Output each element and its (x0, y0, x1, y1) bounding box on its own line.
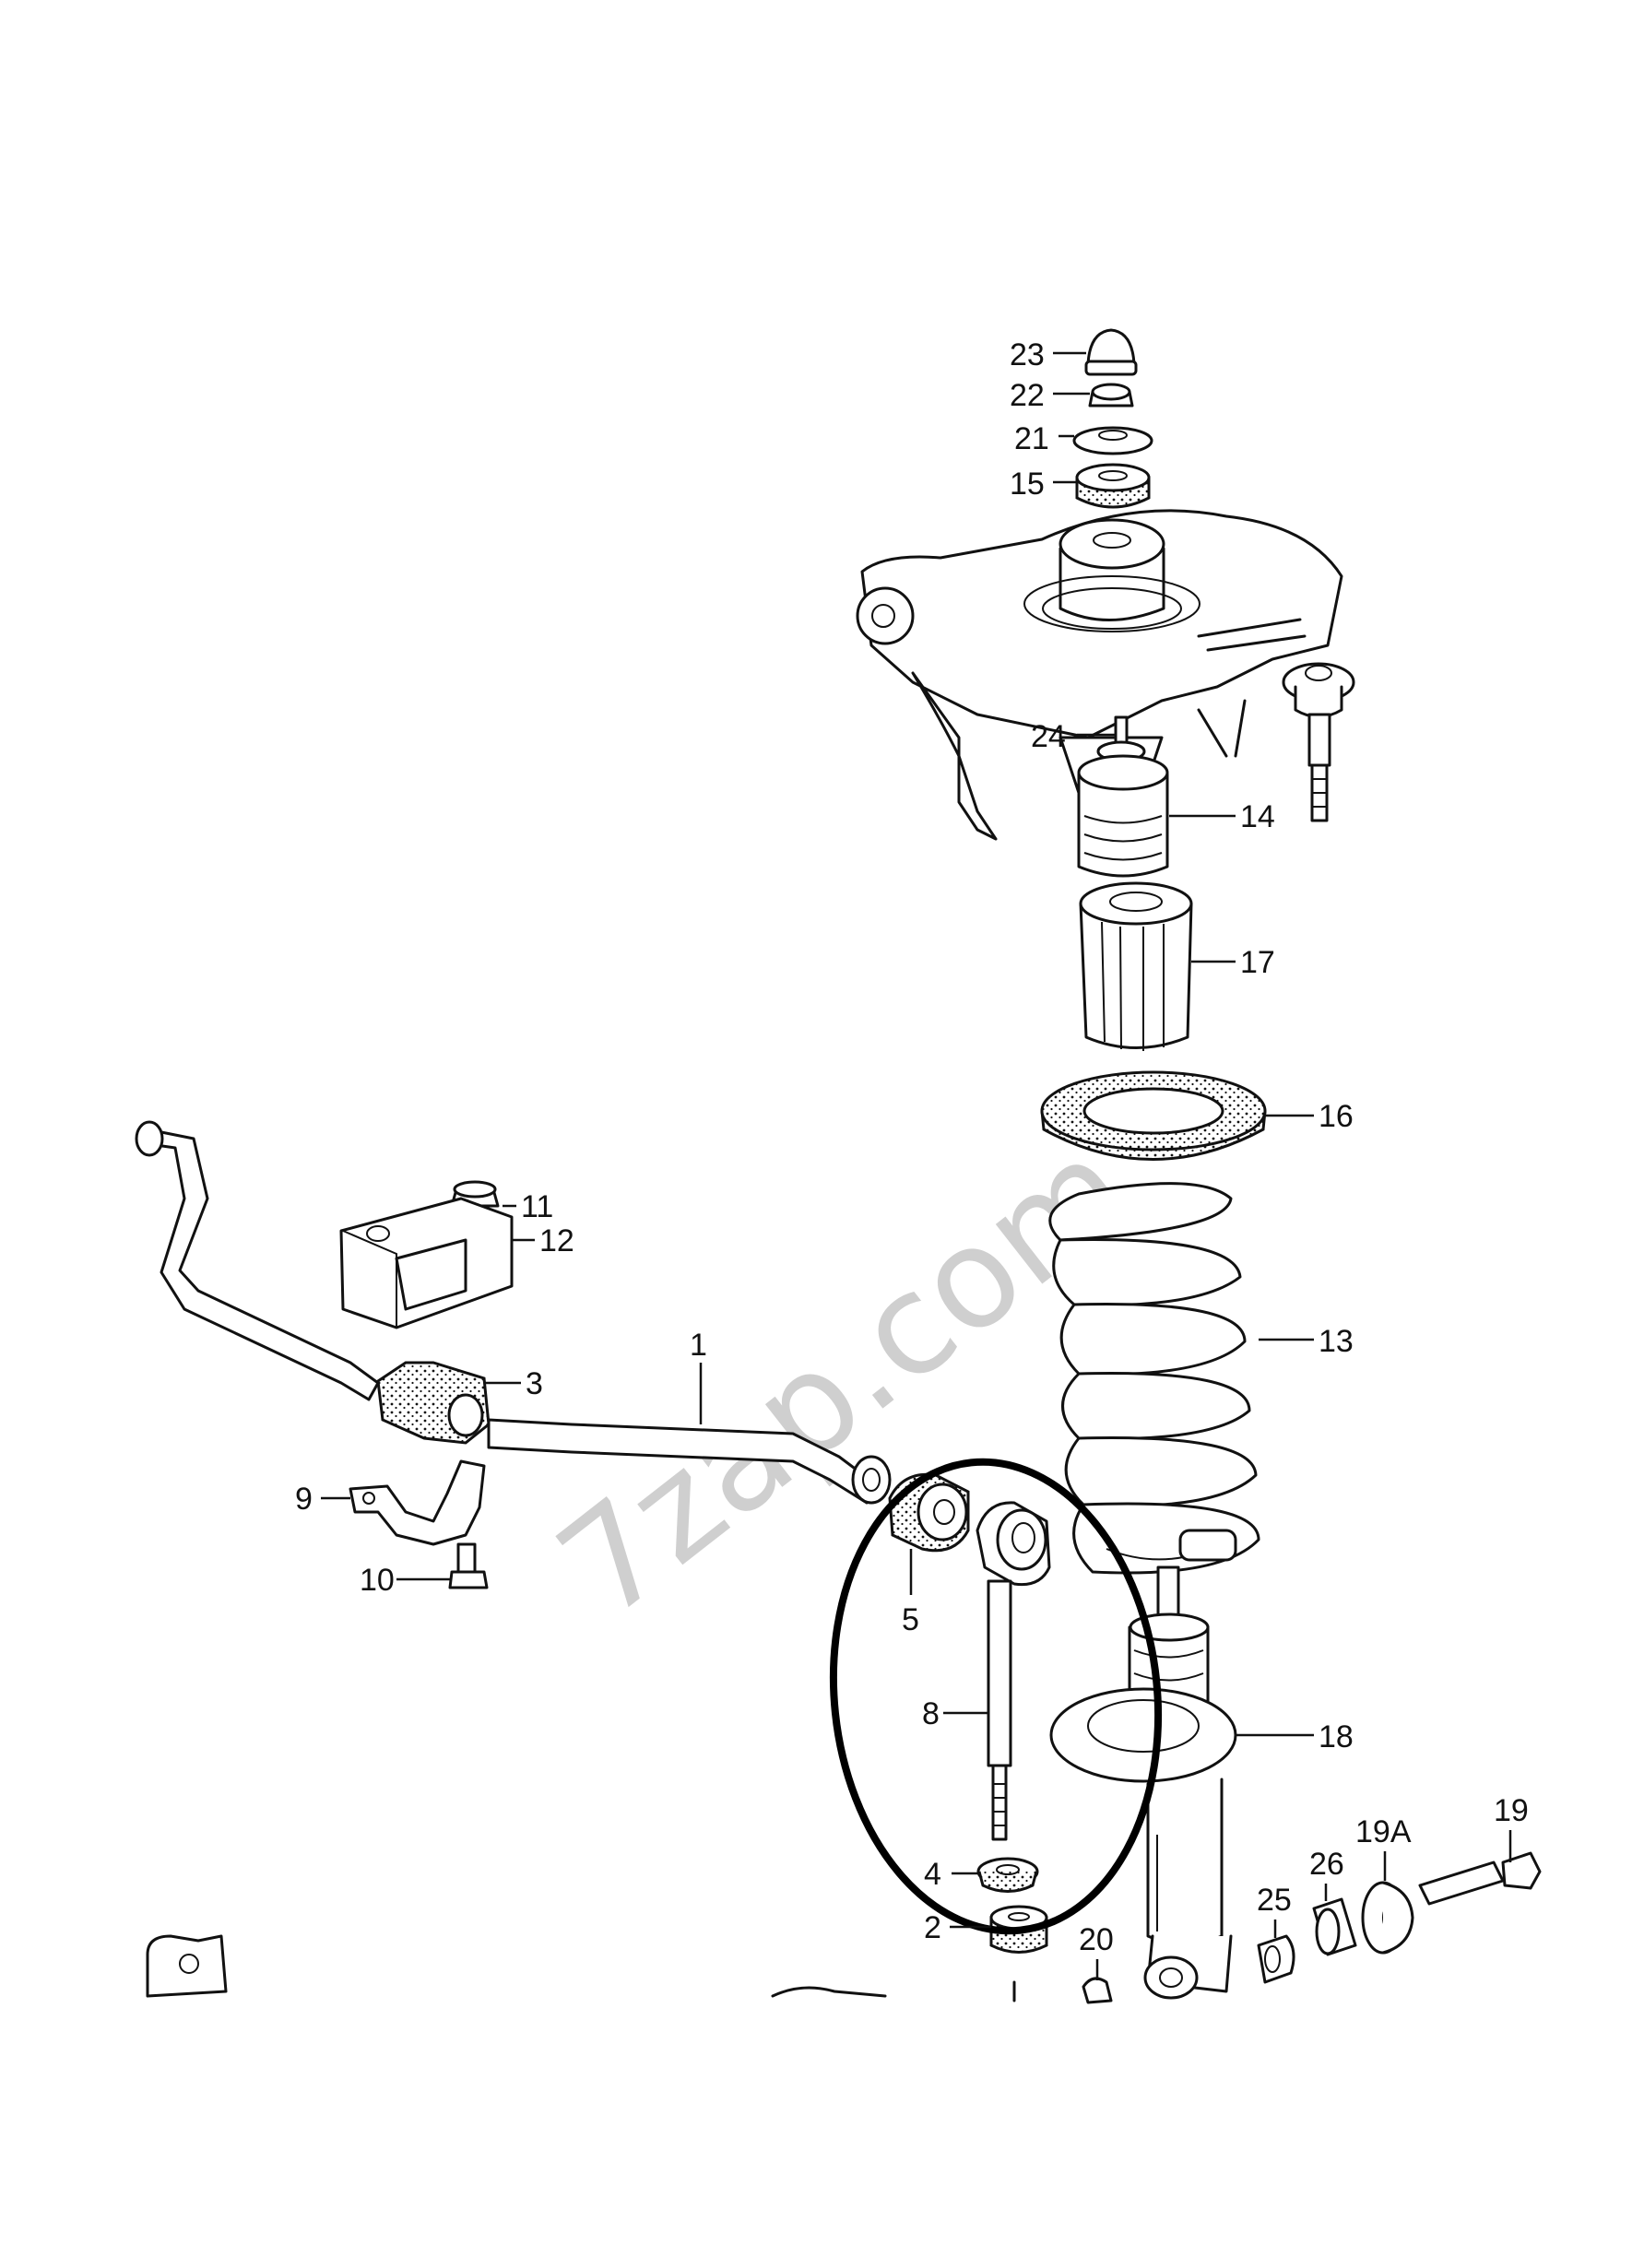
sleeve-26[interactable] (1312, 1897, 1357, 1956)
bolt-10[interactable] (448, 1542, 489, 1589)
leader-lines (321, 351, 1512, 1980)
callout-16[interactable]: 16 (1319, 1099, 1354, 1134)
highlight-ellipse (829, 1458, 1163, 1935)
callout-22[interactable]: 22 (1010, 378, 1045, 413)
callout-25[interactable]: 25 (1257, 1883, 1292, 1918)
bushing-15[interactable] (1075, 463, 1151, 509)
callout-10[interactable]: 10 (360, 1563, 395, 1598)
callout-19a[interactable]: 19A (1355, 1814, 1412, 1849)
callout-12[interactable]: 12 (539, 1223, 574, 1258)
callout-3[interactable]: 3 (526, 1366, 543, 1401)
callout-21[interactable]: 21 (1014, 421, 1049, 456)
ball-joint (1282, 662, 1355, 822)
coil-spring-13[interactable] (1048, 1182, 1260, 1575)
callout-2[interactable]: 2 (924, 1910, 941, 1945)
spring-seat-18[interactable] (1049, 1687, 1237, 1946)
callout-26[interactable]: 26 (1309, 1847, 1344, 1882)
washer-19a[interactable] (1361, 1881, 1414, 1955)
callout-17[interactable]: 17 (1240, 945, 1275, 980)
cap-nut-23[interactable] (1084, 328, 1138, 376)
callout-15[interactable]: 15 (1010, 467, 1045, 502)
watermark: 7zap.com (530, 1108, 1159, 1648)
stabilizer-bar-1[interactable] (135, 1120, 892, 1505)
clamp-9[interactable] (349, 1459, 486, 1546)
callout-19[interactable]: 19 (1494, 1793, 1529, 1828)
callout-11[interactable]: 11 (521, 1189, 553, 1224)
nut-22[interactable] (1088, 383, 1134, 408)
washer-4[interactable] (976, 1857, 1039, 1893)
callout-5[interactable]: 5 (902, 1602, 919, 1637)
callout-4[interactable]: 4 (924, 1857, 941, 1892)
shock-lower-eye (1143, 1934, 1233, 2000)
bracket-12[interactable] (339, 1197, 514, 1329)
callout-8[interactable]: 8 (922, 1696, 940, 1731)
bushing-3[interactable] (376, 1361, 491, 1445)
callouts: 23 22 21 15 24 14 17 16 13 18 19 19A 26 … (295, 337, 1529, 1957)
dust-boot-17[interactable] (1079, 881, 1193, 1051)
stabilizer-link-8[interactable] (976, 1501, 1051, 1841)
nut-20[interactable] (1082, 1977, 1113, 2004)
callout-20[interactable]: 20 (1079, 1922, 1114, 1957)
bump-stop-14[interactable] (1077, 754, 1169, 878)
callout-18[interactable]: 18 (1319, 1719, 1354, 1754)
washer-21[interactable] (1072, 426, 1153, 455)
bushing-5[interactable] (888, 1472, 970, 1553)
spring-pad-16[interactable] (1040, 1070, 1267, 1161)
bolt-19[interactable] (1418, 1851, 1542, 1906)
callout-14[interactable]: 14 (1240, 799, 1275, 834)
partial-lower-parts (146, 1934, 1016, 2002)
callout-9[interactable]: 9 (295, 1482, 313, 1517)
callout-1[interactable]: 1 (690, 1328, 707, 1363)
bushing-25[interactable] (1257, 1934, 1295, 1984)
callout-23[interactable]: 23 (1010, 337, 1045, 372)
callout-13[interactable]: 13 (1319, 1324, 1354, 1359)
callout-24[interactable]: 24 (1031, 719, 1066, 754)
